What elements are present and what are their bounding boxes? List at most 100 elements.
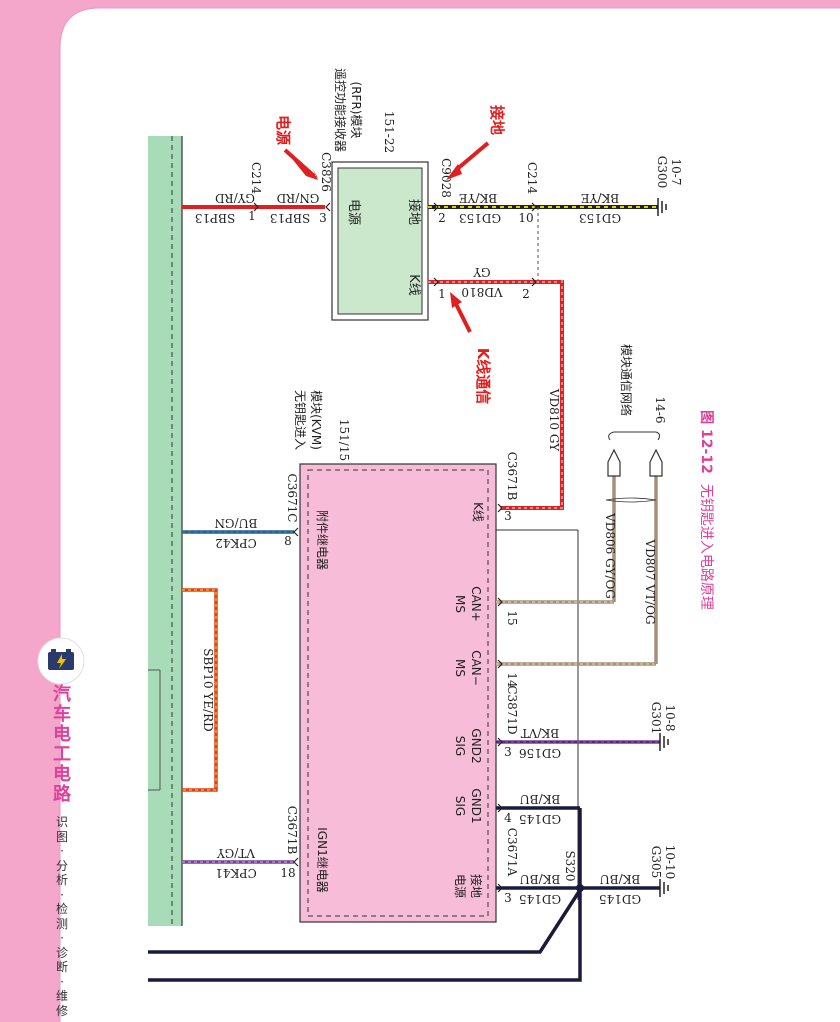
wire-circuit-label: CPK42 [215,536,257,550]
rfr-conn-ground: C9028 [439,158,453,198]
ground-label: G300 [655,156,669,189]
sidebar-title-char: 车 [53,704,71,725]
rfr-pin-ground: 接地 [406,199,422,225]
sidebar-subtitle-char: 维 [55,989,68,1003]
sidebar-subtitle-char: 识 [55,815,68,829]
wire-color-label: BK/BU [600,872,641,886]
connector-label: C3671B [505,452,519,501]
kvm-name: 无钥匙进入 [293,390,307,450]
sidebar-title-char: 工 [53,744,71,765]
sidebar-title-char: 电 [53,724,71,745]
annotation-power: 电源 [274,115,292,145]
kvm-module [299,463,497,923]
car-battery-icon [36,636,86,691]
annotation-k-line: K线通信 [474,348,492,405]
wire-color-label: GY/RD [215,191,255,205]
sidebar-subtitle-char: · [60,844,64,858]
connector-label: C3671C [285,474,299,523]
annotation-ground: 接地 [488,105,506,135]
pin-number: 1 [438,287,446,301]
sidebar-title-char: 电 [53,764,71,785]
sidebar-subtitle-char: 分 [55,858,68,873]
pin-number: 2 [522,287,530,301]
wire-circuit-label: SBP13 [195,211,235,225]
pin-number: 8 [284,534,292,548]
kvm-pwr-gnd-2: 接地 [469,874,484,898]
pin-number: 18 [280,866,295,880]
sidebar-title: 汽车电工电路 [50,685,74,805]
kvm-name-2: 模块(KVM) [309,390,323,450]
rfr-conn-power: C3826 [319,152,333,192]
connector-label: C3871D [505,685,519,734]
kvm-sig-gnd2-1: SIG [453,736,467,756]
wire-circuit-label: GD153 [579,211,621,225]
wire-label-vertical: VD810 GY [547,388,561,452]
wire-color-label: BU/GN [214,516,257,530]
wire-color-label: BK/VT [521,726,560,740]
kvm-sig-gnd1-2: GND1 [469,788,483,823]
wire-color-label: BK/YE [459,191,498,205]
rfr-pin-k: K线 [406,274,421,296]
pin-number: 10 [518,211,533,225]
wire-color-label: BK/YE [581,191,620,205]
pin-number: 1 [248,209,256,223]
sidebar-subtitle-char: 诊 [55,945,68,960]
pin-number: 14 [505,672,519,688]
wire-circuit-label: GD145 [519,812,561,826]
rfr-name-2: (RFR)模块 [349,82,363,139]
ground-label: G301 [649,702,663,735]
wire-label-vertical: VD806 GY/OG [603,512,617,599]
kvm-ref: 151/15 [337,419,351,461]
wire-color-label: BK/BU [520,872,561,886]
kvm-pwr-gnd-1: 电源 [453,874,467,898]
sidebar-subtitle-char: 断 [55,960,68,974]
pin-number: 4 [504,811,512,825]
sidebar-subtitle-char: · [60,887,64,902]
network-label: 模块通信网络 [619,344,634,416]
wire-color-label: VT/GY [216,846,256,860]
left-module-panel [148,136,182,926]
ground-ref: 10-7 [669,159,683,186]
ground-ref: 10-8 [663,705,677,732]
sidebar-subtitle-char: · [60,974,64,989]
kvm-sig-gnd2-2: GND2 [469,728,483,763]
sidebar-title-char: 汽 [53,684,71,705]
network-ref: 14-6 [653,397,667,424]
sidebar-subtitle-char: 析 [55,873,68,887]
sidebar-subtitle-char: 修 [55,1003,68,1018]
wire-circuit-label: SBP13 [270,211,310,225]
kvm-k-line: K线 [471,502,485,522]
ground-label: G305 [649,846,663,879]
wire-circuit-label: VD810 [461,285,503,299]
ground-ref: 10-10 [663,845,677,880]
kvm-sig-gnd1-1: SIG [453,796,467,816]
wire-color-label: GY [472,265,490,279]
kvm-can-minus-1: MS [453,659,467,677]
figure-caption: 图 12-12无钥匙进入电路原理 [698,410,714,610]
wire-color-label: BK/BU [520,792,561,806]
sidebar-subtitle-char: 检 [55,902,68,916]
rfr-name: 遥控功能接收器 [333,68,348,152]
rfr-module-inner [337,167,423,315]
pin-number: 3 [319,211,327,225]
connector-label: C214 [249,162,263,194]
wire-color-label: GN/RD [277,191,320,205]
sidebar-subtitle: 识图·分析·检测·诊断·维修 [50,815,74,1018]
pin-number: 3 [504,745,512,759]
pin-number: 15 [505,610,519,625]
kvm-relay-ign: IGN1继电器 [315,827,329,892]
sidebar-subtitle-char: 图 [55,829,68,844]
kvm-relay-acc: 附件继电器 [315,510,329,570]
wire-label-vertical: SBP10 YE/RD [201,648,215,732]
connector-label: C214 [525,162,539,194]
wire-circuit-label: GD156 [519,746,561,760]
sidebar-subtitle-char: 测 [55,916,68,931]
sidebar-text: 汽车电工电路 识图·分析·检测·诊断·维修 [50,685,74,1018]
splice-label: S320 [563,850,577,881]
wire-circuit-label: GD145 [519,892,561,906]
pin-number: 2 [438,211,446,225]
rfr-pin-power: 电源 [346,199,361,225]
